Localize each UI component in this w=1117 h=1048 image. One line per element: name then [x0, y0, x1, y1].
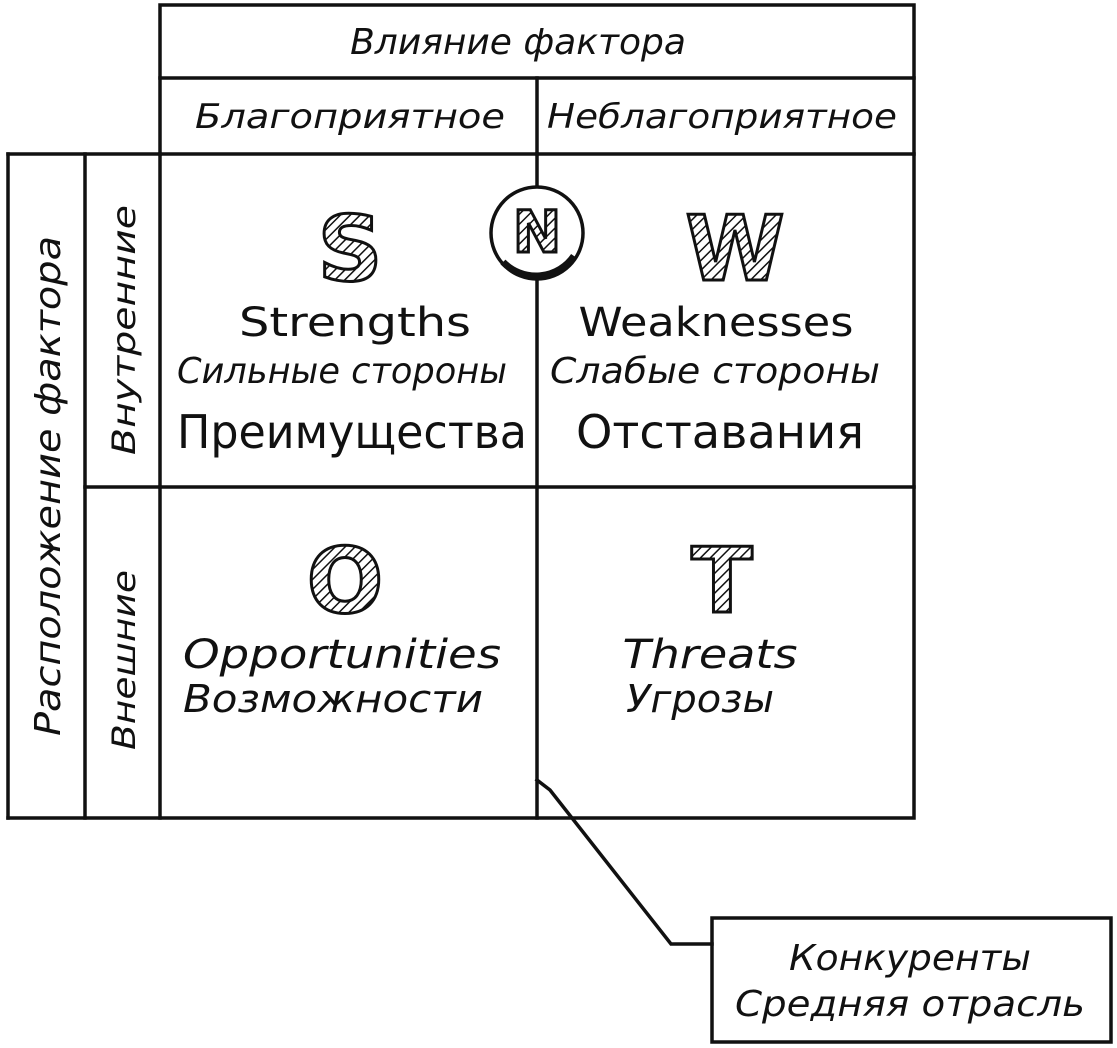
location-title: Расположение фактора	[28, 236, 69, 736]
favorable-label: Благоприятное	[195, 97, 505, 137]
weaknesses-extra: Отставания	[576, 405, 864, 459]
weaknesses-ru: Слабые стороны	[550, 351, 880, 392]
internal-label: Внутренние	[105, 205, 143, 455]
unfavorable-label: Неблагоприятное	[547, 97, 897, 137]
strengths-extra: Преимущества	[177, 405, 527, 459]
center-letter-n: N	[513, 198, 562, 266]
external-label: Внешние	[105, 570, 143, 750]
callout-connector	[534, 777, 714, 946]
callout-line2: Средняя отрасль	[735, 984, 1085, 1025]
weaknesses-en: Weaknesses	[579, 300, 854, 346]
center-circle-shade	[500, 253, 577, 280]
strengths-ru: Сильные стороны	[177, 351, 507, 392]
strengths-en: Strengths	[239, 300, 471, 346]
influence-title: Влияние фактора	[350, 22, 686, 63]
opportunities-en: Opportunities	[183, 632, 501, 678]
letter-t: T	[691, 529, 752, 634]
callout-line1: Конкуренты	[789, 938, 1031, 979]
callout-box	[710, 916, 1113, 1044]
opportunities-ru: Возможности	[183, 677, 483, 721]
letter-o: O	[307, 529, 384, 634]
threats-ru: Угрозы	[626, 677, 774, 721]
letter-w: W	[685, 197, 784, 302]
letter-s: S	[318, 197, 383, 302]
threats-en: Threats	[623, 632, 798, 678]
